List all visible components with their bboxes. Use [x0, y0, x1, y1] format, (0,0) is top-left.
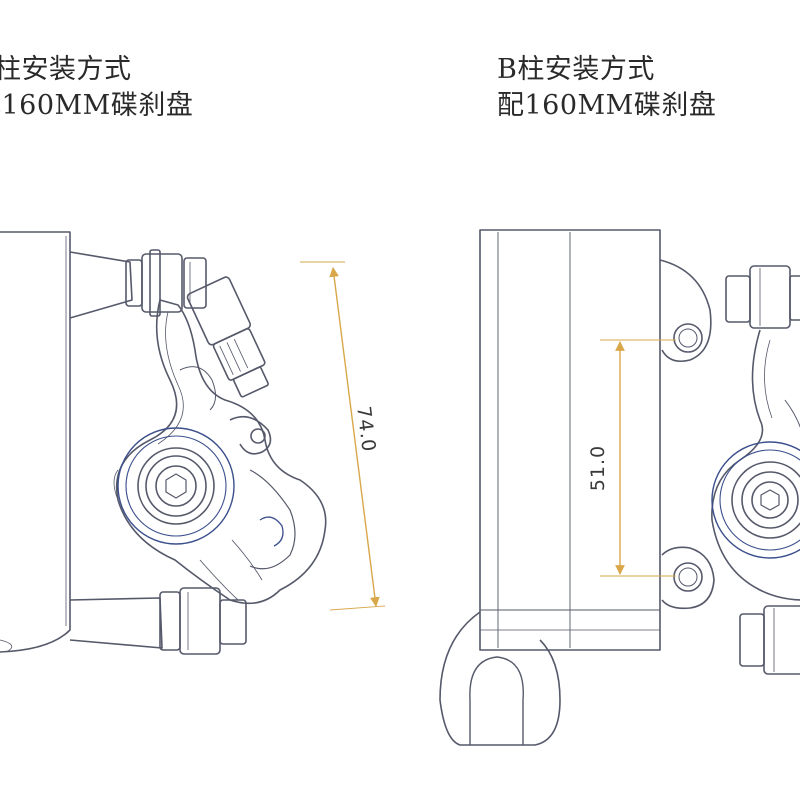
left-hub: [113, 427, 235, 545]
right-fork-leg: [479, 229, 661, 651]
left-caliper-body: [116, 299, 327, 605]
right-post-mount-tabs: [659, 259, 715, 610]
right-caption-line2: 配160MM碟刹盘: [497, 90, 717, 121]
left-cable-adjuster: [186, 276, 269, 398]
right-hub: [711, 441, 800, 559]
right-lower-bolt: [739, 605, 800, 675]
right-dimension-label: 51.0: [587, 445, 609, 491]
left-lower-bolt: [69, 587, 247, 655]
right-dimension: 51.0: [587, 339, 676, 577]
left-dimension: 74.0: [300, 261, 386, 611]
left-mount-drawing: [0, 231, 327, 655]
left-caption: A柱安装方式 配160MM碟刹盘: [0, 52, 193, 124]
right-dropout: [439, 611, 561, 746]
left-upper-bolt: [69, 249, 207, 319]
right-caliper-body: [711, 329, 800, 601]
right-caption: B柱安装方式 配160MM碟刹盘: [497, 52, 716, 124]
left-fork-leg: [0, 231, 71, 653]
left-caption-line1: A柱安装方式: [0, 54, 132, 85]
right-caption-line1: B柱安装方式: [497, 54, 655, 85]
right-mount-drawing: [439, 229, 800, 746]
right-upper-bolt: [725, 265, 800, 329]
left-caption-line2: 配160MM碟刹盘: [0, 90, 194, 121]
